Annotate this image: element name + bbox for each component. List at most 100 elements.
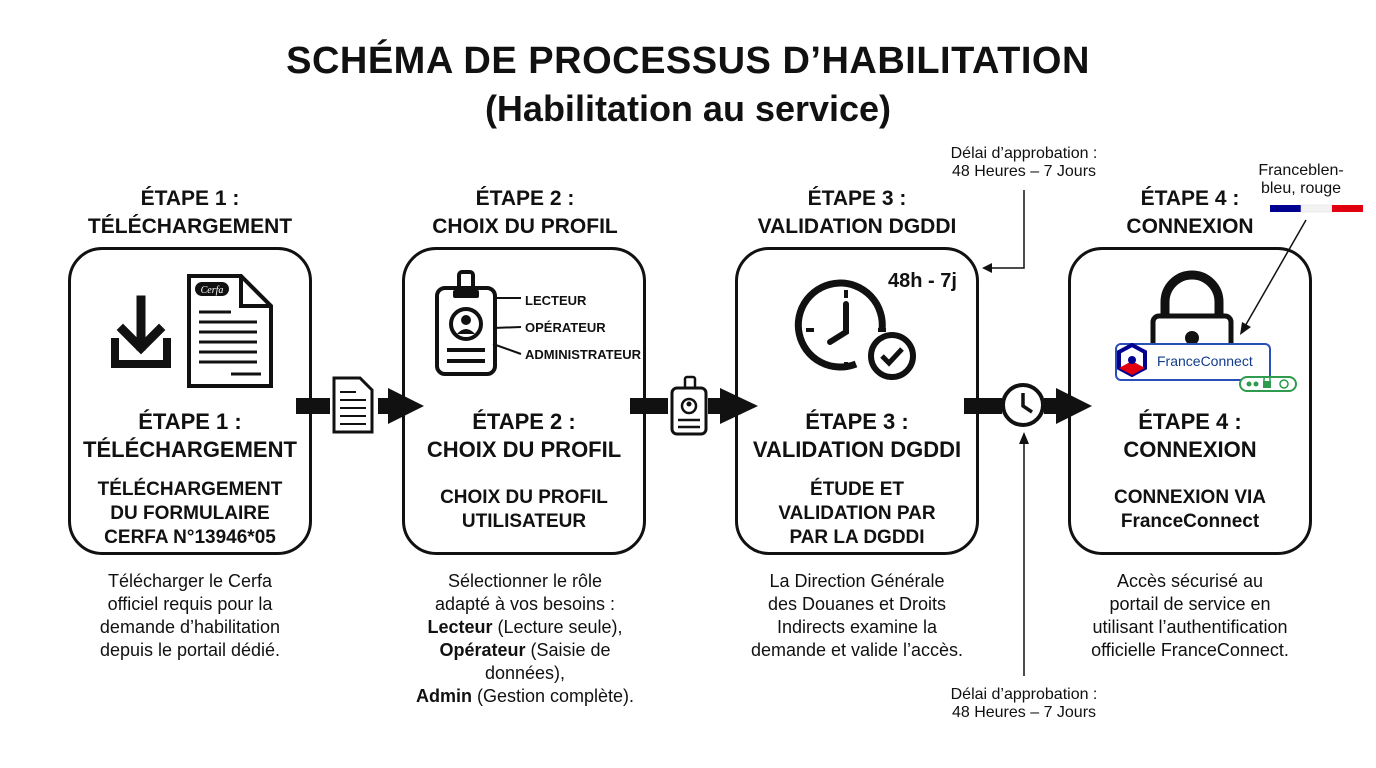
step-1-heading: ÉTAPE 1 : TÉLÉCHARGEMENT <box>60 185 320 241</box>
role-name: Opérateur <box>439 640 526 660</box>
clock-icon <box>1001 383 1045 427</box>
step-3-box-name: VALIDATION DGDDI <box>752 437 962 462</box>
step-3-sub-line: ÉTUDE ET <box>810 479 904 500</box>
diagram-title: SCHÉMA DE PROCESSUS D’HABILITATION <box>286 40 1090 82</box>
step-3-label: ÉTAPE 3 : <box>807 187 907 210</box>
step-4-box-name: CONNEXION <box>1123 437 1257 462</box>
step-2-box: LECTEUR OPÉRATEUR ADMINISTRATEUR ÉTAPE 2… <box>402 247 646 555</box>
step-2-sub-line: UTILISATEUR <box>461 511 587 532</box>
profile-option-administrateur: ADMINISTRATEUR <box>525 347 642 362</box>
step-4-heading: ÉTAPE 4 : CONNEXION <box>1060 185 1320 241</box>
step-3-name: VALIDATION DGDDI <box>757 215 957 238</box>
step-4-box-label: ÉTAPE 4 : <box>1138 409 1242 434</box>
arrow-3-to-4 <box>964 383 1092 427</box>
desc-line: demande et valide l’accès. <box>750 640 964 660</box>
franceconnect-label: FranceConnect <box>1157 353 1253 369</box>
desc-line: adapté à vos besoins : <box>434 594 616 614</box>
step-2-sub-line: CHOIX DU PROFIL <box>440 487 608 508</box>
step-2-description: Sélectionner le rôle adapté à vos besoin… <box>380 570 670 708</box>
role-lecteur: Lecteur (Lecture seule), <box>380 616 670 639</box>
step-4-description: Accès sécurisé au portail de service en … <box>1045 570 1335 662</box>
small-badge-icon <box>670 375 708 436</box>
desc-line: demande d’habilitation <box>99 617 281 637</box>
flag-note: Franceblen- bleu, rouge <box>1236 162 1366 198</box>
step-3-box: 48h - 7j ÉTAPE 3 : VALIDATION DGDDI ÉTUD… <box>735 247 979 555</box>
desc-line: Sélectionner le rôle <box>447 571 603 591</box>
flag-pointer <box>1240 219 1307 335</box>
role-name: Admin <box>415 686 472 706</box>
flag-icon <box>1270 204 1363 213</box>
download-document-icon: Cerfa <box>111 274 273 388</box>
step-2-box-name: CHOIX DU PROFIL <box>426 437 622 462</box>
step-4-box: FranceConnect ÉTAPE 4 : CONNEXION CONNEX… <box>1068 247 1312 555</box>
step-2-label: ÉTAPE 2 : <box>475 187 575 210</box>
step-1-label: ÉTAPE 1 : <box>140 187 240 210</box>
step-1-sub-line: DU FORMULAIRE <box>110 503 270 524</box>
desc-line: Accès sécurisé au <box>1116 571 1264 591</box>
cerfa-logo-text: Cerfa <box>201 285 224 296</box>
step-1-sub-line: TÉLÉCHARGEMENT <box>97 479 283 500</box>
desc-line: portail de service en <box>1109 594 1271 614</box>
desc-line: Télécharger le Cerfa <box>107 571 273 591</box>
flag-note-line: Franceblen- <box>1258 162 1344 179</box>
step-1-name: TÉLÉCHARGEMENT <box>87 215 293 238</box>
step-1-box-label: ÉTAPE 1 : <box>138 409 242 434</box>
role-operateur: Opérateur (Saisie de <box>380 639 670 662</box>
step-3-box-label: ÉTAPE 3 : <box>805 409 909 434</box>
step-3-box-sub: ÉTUDE ET VALIDATION PAR PAR LA DGDDI <box>738 478 976 550</box>
desc-line: officiel requis pour la <box>107 594 273 614</box>
step-3-heading: ÉTAPE 3 : VALIDATION DGDDI <box>727 185 987 241</box>
delay-note-line: 48 Heures – 7 Jours <box>951 163 1097 180</box>
franceconnect-button[interactable]: FranceConnect <box>1115 343 1271 381</box>
step-2-heading: ÉTAPE 2 : CHOIX DU PROFIL <box>395 185 655 241</box>
delay-top-pointer <box>982 190 1025 273</box>
role-detail: (Saisie de <box>525 640 611 660</box>
desc-line: depuis le portail dédié. <box>99 640 281 660</box>
step-1-description: Télécharger le Cerfa officiel requis pou… <box>45 570 335 662</box>
id-badge-icon <box>435 270 522 376</box>
desc-line: utilisant l’authentification <box>1092 617 1288 637</box>
document-icon <box>332 376 374 434</box>
arrow-2-to-3 <box>630 375 758 436</box>
role-detail-cont: données), <box>484 663 566 683</box>
step-3-description: La Direction Générale des Douanes et Dro… <box>712 570 1002 662</box>
step-2-name: CHOIX DU PROFIL <box>432 215 618 238</box>
desc-line: La Direction Générale <box>769 571 945 591</box>
franceconnect-logo-icon <box>1117 343 1147 377</box>
step-1-box-title: ÉTAPE 1 : TÉLÉCHARGEMENT <box>71 408 309 464</box>
role-detail: (Lecture seule), <box>492 617 623 637</box>
clock-check-icon <box>794 279 916 380</box>
delay-badge: 48h - 7j <box>888 270 957 292</box>
step-3-sub-line: PAR LA DGDDI <box>789 527 925 548</box>
delay-note-line: Délai d’approbation : <box>950 145 1098 162</box>
delay-note-bottom: Délai d’approbation : 48 Heures – 7 Jour… <box>904 686 1144 722</box>
step-1-box-sub: TÉLÉCHARGEMENT DU FORMULAIRE CERFA N°139… <box>71 478 309 550</box>
flag-note-line: bleu, rouge <box>1260 180 1342 197</box>
step-2-box-title: ÉTAPE 2 : CHOIX DU PROFIL <box>405 408 643 464</box>
role-detail: (Gestion complète). <box>471 686 635 706</box>
profile-option-operateur: OPÉRATEUR <box>525 320 606 335</box>
step-4-sub-line: CONNEXION VIA <box>1113 487 1267 508</box>
step-1-box-name: TÉLÉCHARGEMENT <box>83 437 297 462</box>
arrow-1-to-2 <box>296 376 424 434</box>
delay-note-line: Délai d’approbation : <box>950 686 1098 703</box>
secure-status-icon <box>1239 376 1297 392</box>
delay-bottom-pointer <box>1019 432 1029 676</box>
step-4-box-title: ÉTAPE 4 : CONNEXION <box>1071 408 1309 464</box>
step-3-box-title: ÉTAPE 3 : VALIDATION DGDDI <box>738 408 976 464</box>
delay-note-line: 48 Heures – 7 Jours <box>951 704 1097 721</box>
diagram-subtitle: (Habilitation au service) <box>484 88 892 129</box>
profile-option-lecteur: LECTEUR <box>525 293 587 308</box>
role-admin: Admin (Gestion complète). <box>380 685 670 708</box>
desc-line: des Douanes et Droits <box>767 594 947 614</box>
desc-line: Indirects examine la <box>776 617 938 637</box>
desc-line: officielle FranceConnect. <box>1091 640 1289 660</box>
step-1-sub-line: CERFA N°13946*05 <box>104 527 276 548</box>
step-3-sub-line: VALIDATION PAR <box>778 503 936 524</box>
step-2-box-sub: CHOIX DU PROFIL UTILISATEUR <box>405 486 643 534</box>
step-4-name: CONNEXION <box>1126 215 1254 238</box>
step-2-box-label: ÉTAPE 2 : <box>472 409 576 434</box>
delay-note-top: Délai d’approbation : 48 Heures – 7 Jour… <box>904 145 1144 181</box>
role-name: Lecteur <box>427 617 493 637</box>
